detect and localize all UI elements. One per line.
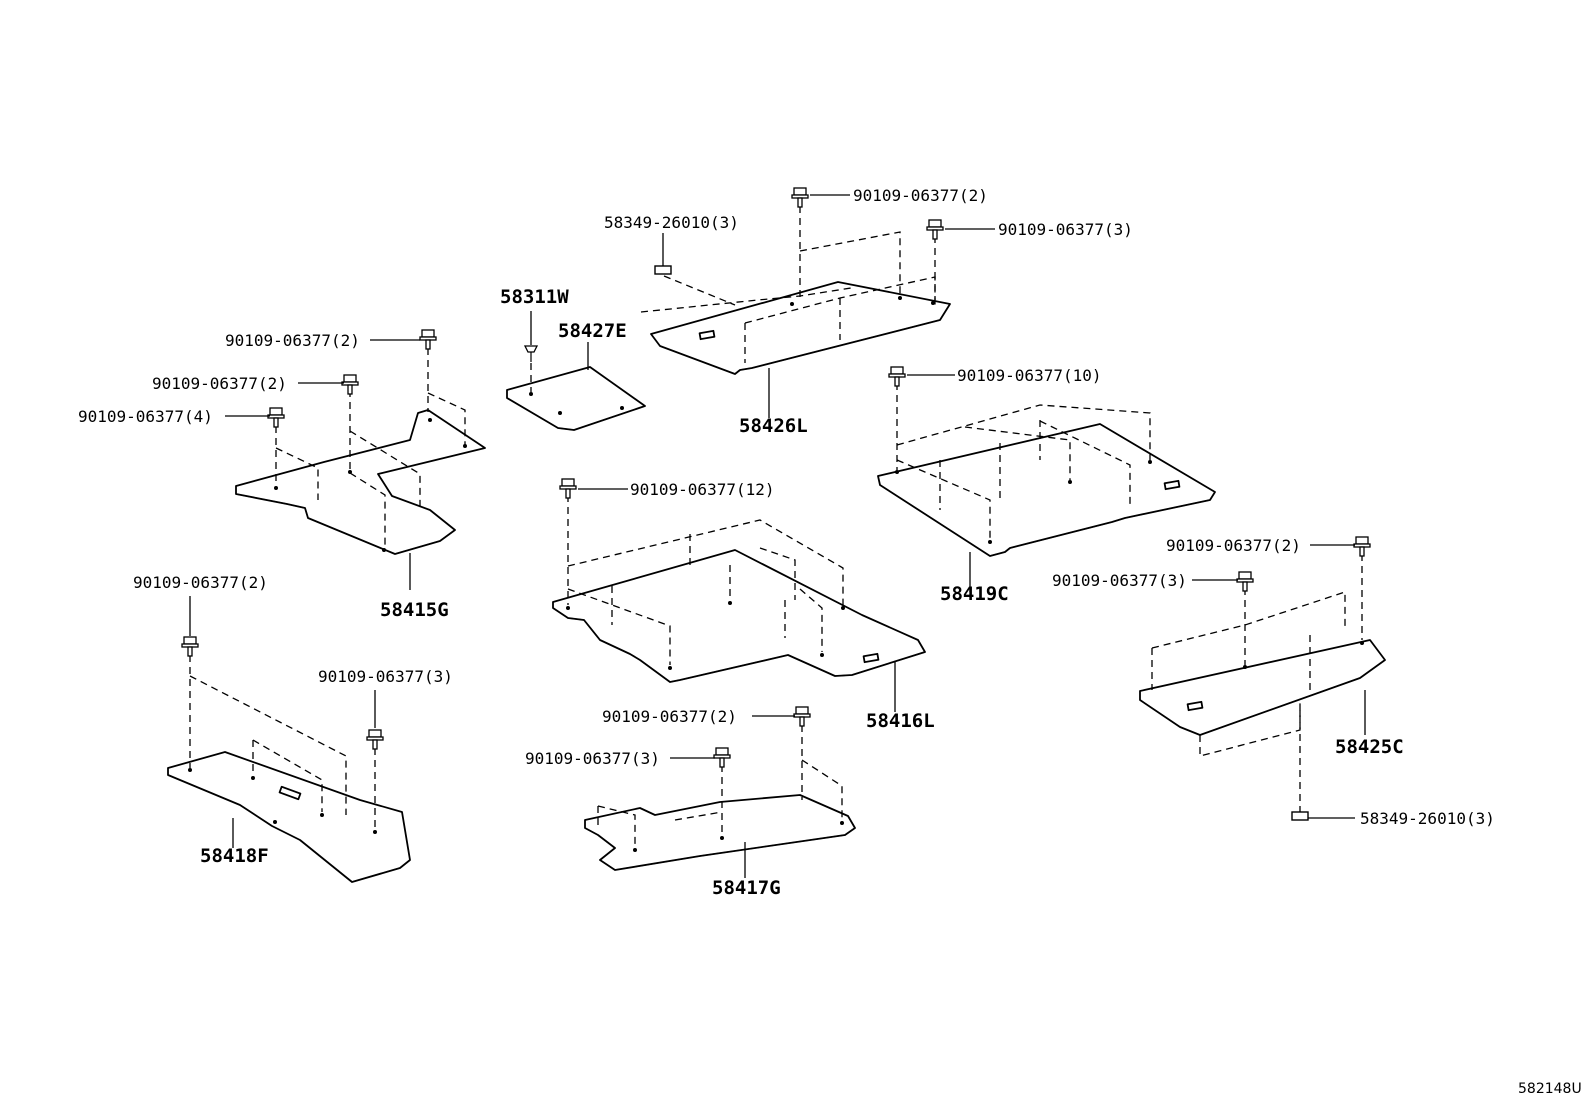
bolt-icon [713,747,731,768]
bolt-icon [341,374,359,395]
clip-icon [654,265,672,275]
bolt-icon [926,219,944,240]
bolt-icon [267,407,285,428]
panel-58416L [552,495,926,683]
panel-58426L [640,206,951,375]
clip-label: 58349-26010(3) [604,213,739,232]
fastener-label: 90109-06377(3) [525,749,660,768]
part-number-58427E: 58427E [558,320,627,342]
diagram-id: 582148U [1518,1081,1582,1097]
bolt-icon [1353,536,1371,557]
clip-icon [1291,811,1309,821]
bolt-icon [181,636,199,657]
fastener-label: 90109-06377(2) [225,331,360,350]
part-number-58416L: 58416L [866,710,935,732]
fastener-label: 90109-06377(2) [133,573,268,592]
bolt-icon [559,478,577,499]
bolt-icon [366,729,384,750]
part-number-58426L: 58426L [739,415,808,437]
panel-58425C [1139,554,1386,815]
fastener-label: 90109-06377(10) [957,366,1102,385]
bolt-icon [419,329,437,350]
fastener-label: 90109-06377(4) [78,407,213,426]
part-number-58419C: 58419C [940,583,1009,605]
pin-icon [523,345,539,362]
fastener-label: 90109-06377(3) [998,220,1133,239]
bolt-icon [1236,571,1254,592]
bolt-icon [793,706,811,727]
fastener-label: 90109-06377(2) [853,186,988,205]
fastener-label: 90109-06377(12) [630,480,775,499]
panel-58427E [506,363,646,431]
panel-58417G [584,725,856,871]
part-number-58311W: 58311W [500,286,569,308]
panel-58415G [235,348,486,555]
bolt-icon [791,187,809,208]
part-number-58425C: 58425C [1335,736,1404,758]
bolt-icon [888,366,906,387]
clip-label: 58349-26010(3) [1360,809,1495,828]
fastener-label: 90109-06377(2) [152,374,287,393]
part-number-58417G: 58417G [712,877,781,899]
fastener-label: 90109-06377(3) [1052,571,1187,590]
fastener-label: 90109-06377(3) [318,667,453,686]
fastener-label: 90109-06377(2) [602,707,737,726]
panel-58418F [167,655,411,883]
part-number-58415G: 58415G [380,599,449,621]
fastener-label: 90109-06377(2) [1166,536,1301,555]
part-number-58418F: 58418F [200,845,269,867]
panel-58419C [877,383,1216,557]
